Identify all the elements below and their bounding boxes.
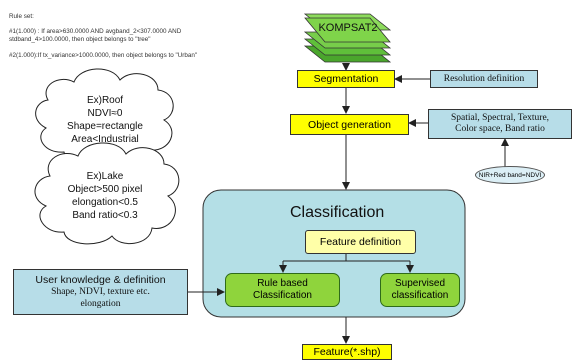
- feature-definition-label: Feature definition: [319, 236, 402, 248]
- lake-example-text: Ex)Lake Object>500 pixel elongation<0.5 …: [50, 170, 160, 222]
- kompsat-label: KOMPSAT2: [318, 22, 378, 34]
- rule-1-line-1: #1(1.000) : If area>630.0000 AND avgband…: [9, 28, 182, 35]
- classification-title: Classification: [290, 204, 385, 221]
- feature-output-box: Feature(*.shp): [302, 344, 392, 360]
- rule-set-title: Rule set:: [9, 13, 34, 20]
- segmentation-label: Segmentation: [313, 73, 379, 85]
- lake-line-1: Ex)Lake: [86, 171, 124, 182]
- rule-based-line-1: Rule based: [257, 278, 308, 289]
- feature-definition-box: Feature definition: [305, 230, 416, 254]
- roof-line-4: Area<Industrial: [71, 134, 139, 145]
- user-knowledge-line-3: elongation: [80, 299, 121, 309]
- segmentation-box: Segmentation: [297, 70, 395, 88]
- resolution-definition-box: Resolution definition: [430, 70, 538, 88]
- user-knowledge-line-1: User knowledge & definition: [35, 274, 166, 286]
- lake-line-3: elongation<0.5: [72, 197, 138, 208]
- feature-space-line-2: Color space, Band ratio: [455, 124, 545, 134]
- user-knowledge-box: User knowledge & definition Shape, NDVI,…: [13, 269, 188, 315]
- roof-example-text: Ex)Roof NDVI≈0 Shape=rectangle Area<Indu…: [50, 94, 160, 146]
- roof-cloud: [35, 68, 174, 165]
- object-generation-box: Object generation: [290, 114, 409, 135]
- roof-line-3: Shape=rectangle: [67, 121, 143, 132]
- lake-line-4: Band ratio<0.3: [72, 210, 138, 221]
- kompsat-layers: [303, 13, 392, 63]
- lake-line-2: Object>500 pixel: [67, 184, 143, 195]
- lake-cloud: [34, 142, 180, 245]
- roof-line-1: Ex)Roof: [86, 95, 124, 106]
- rule-1-line-2: stdband_4>100.0000, then object belongs …: [9, 36, 151, 43]
- rule-2: #2(1.000):If tx_variance>1000.0000, then…: [9, 52, 198, 59]
- ndvi-note-label: NIR+Red band=NDVI: [478, 171, 542, 179]
- feature-space-box: Spatial, Spectral, Texture, Color space,…: [428, 109, 572, 139]
- rule-based-line-2: Classification: [253, 290, 312, 301]
- object-generation-label: Object generation: [308, 118, 391, 131]
- roof-line-2: NDVI≈0: [87, 108, 123, 119]
- user-knowledge-line-2: Shape, NDVI, texture etc.: [51, 287, 150, 297]
- rule-based-classification-box: Rule based Classification: [225, 273, 340, 307]
- ndvi-note-oval: NIR+Red band=NDVI: [475, 166, 545, 184]
- resolution-definition-label: Resolution definition: [443, 73, 525, 84]
- feature-space-line-1: Spatial, Spectral, Texture,: [450, 113, 550, 123]
- supervised-line-1: Supervised: [394, 278, 446, 289]
- supervised-classification-box: Supervised classification: [380, 273, 460, 307]
- feature-output-label: Feature(*.shp): [313, 346, 381, 358]
- supervised-line-2: classification: [391, 290, 449, 301]
